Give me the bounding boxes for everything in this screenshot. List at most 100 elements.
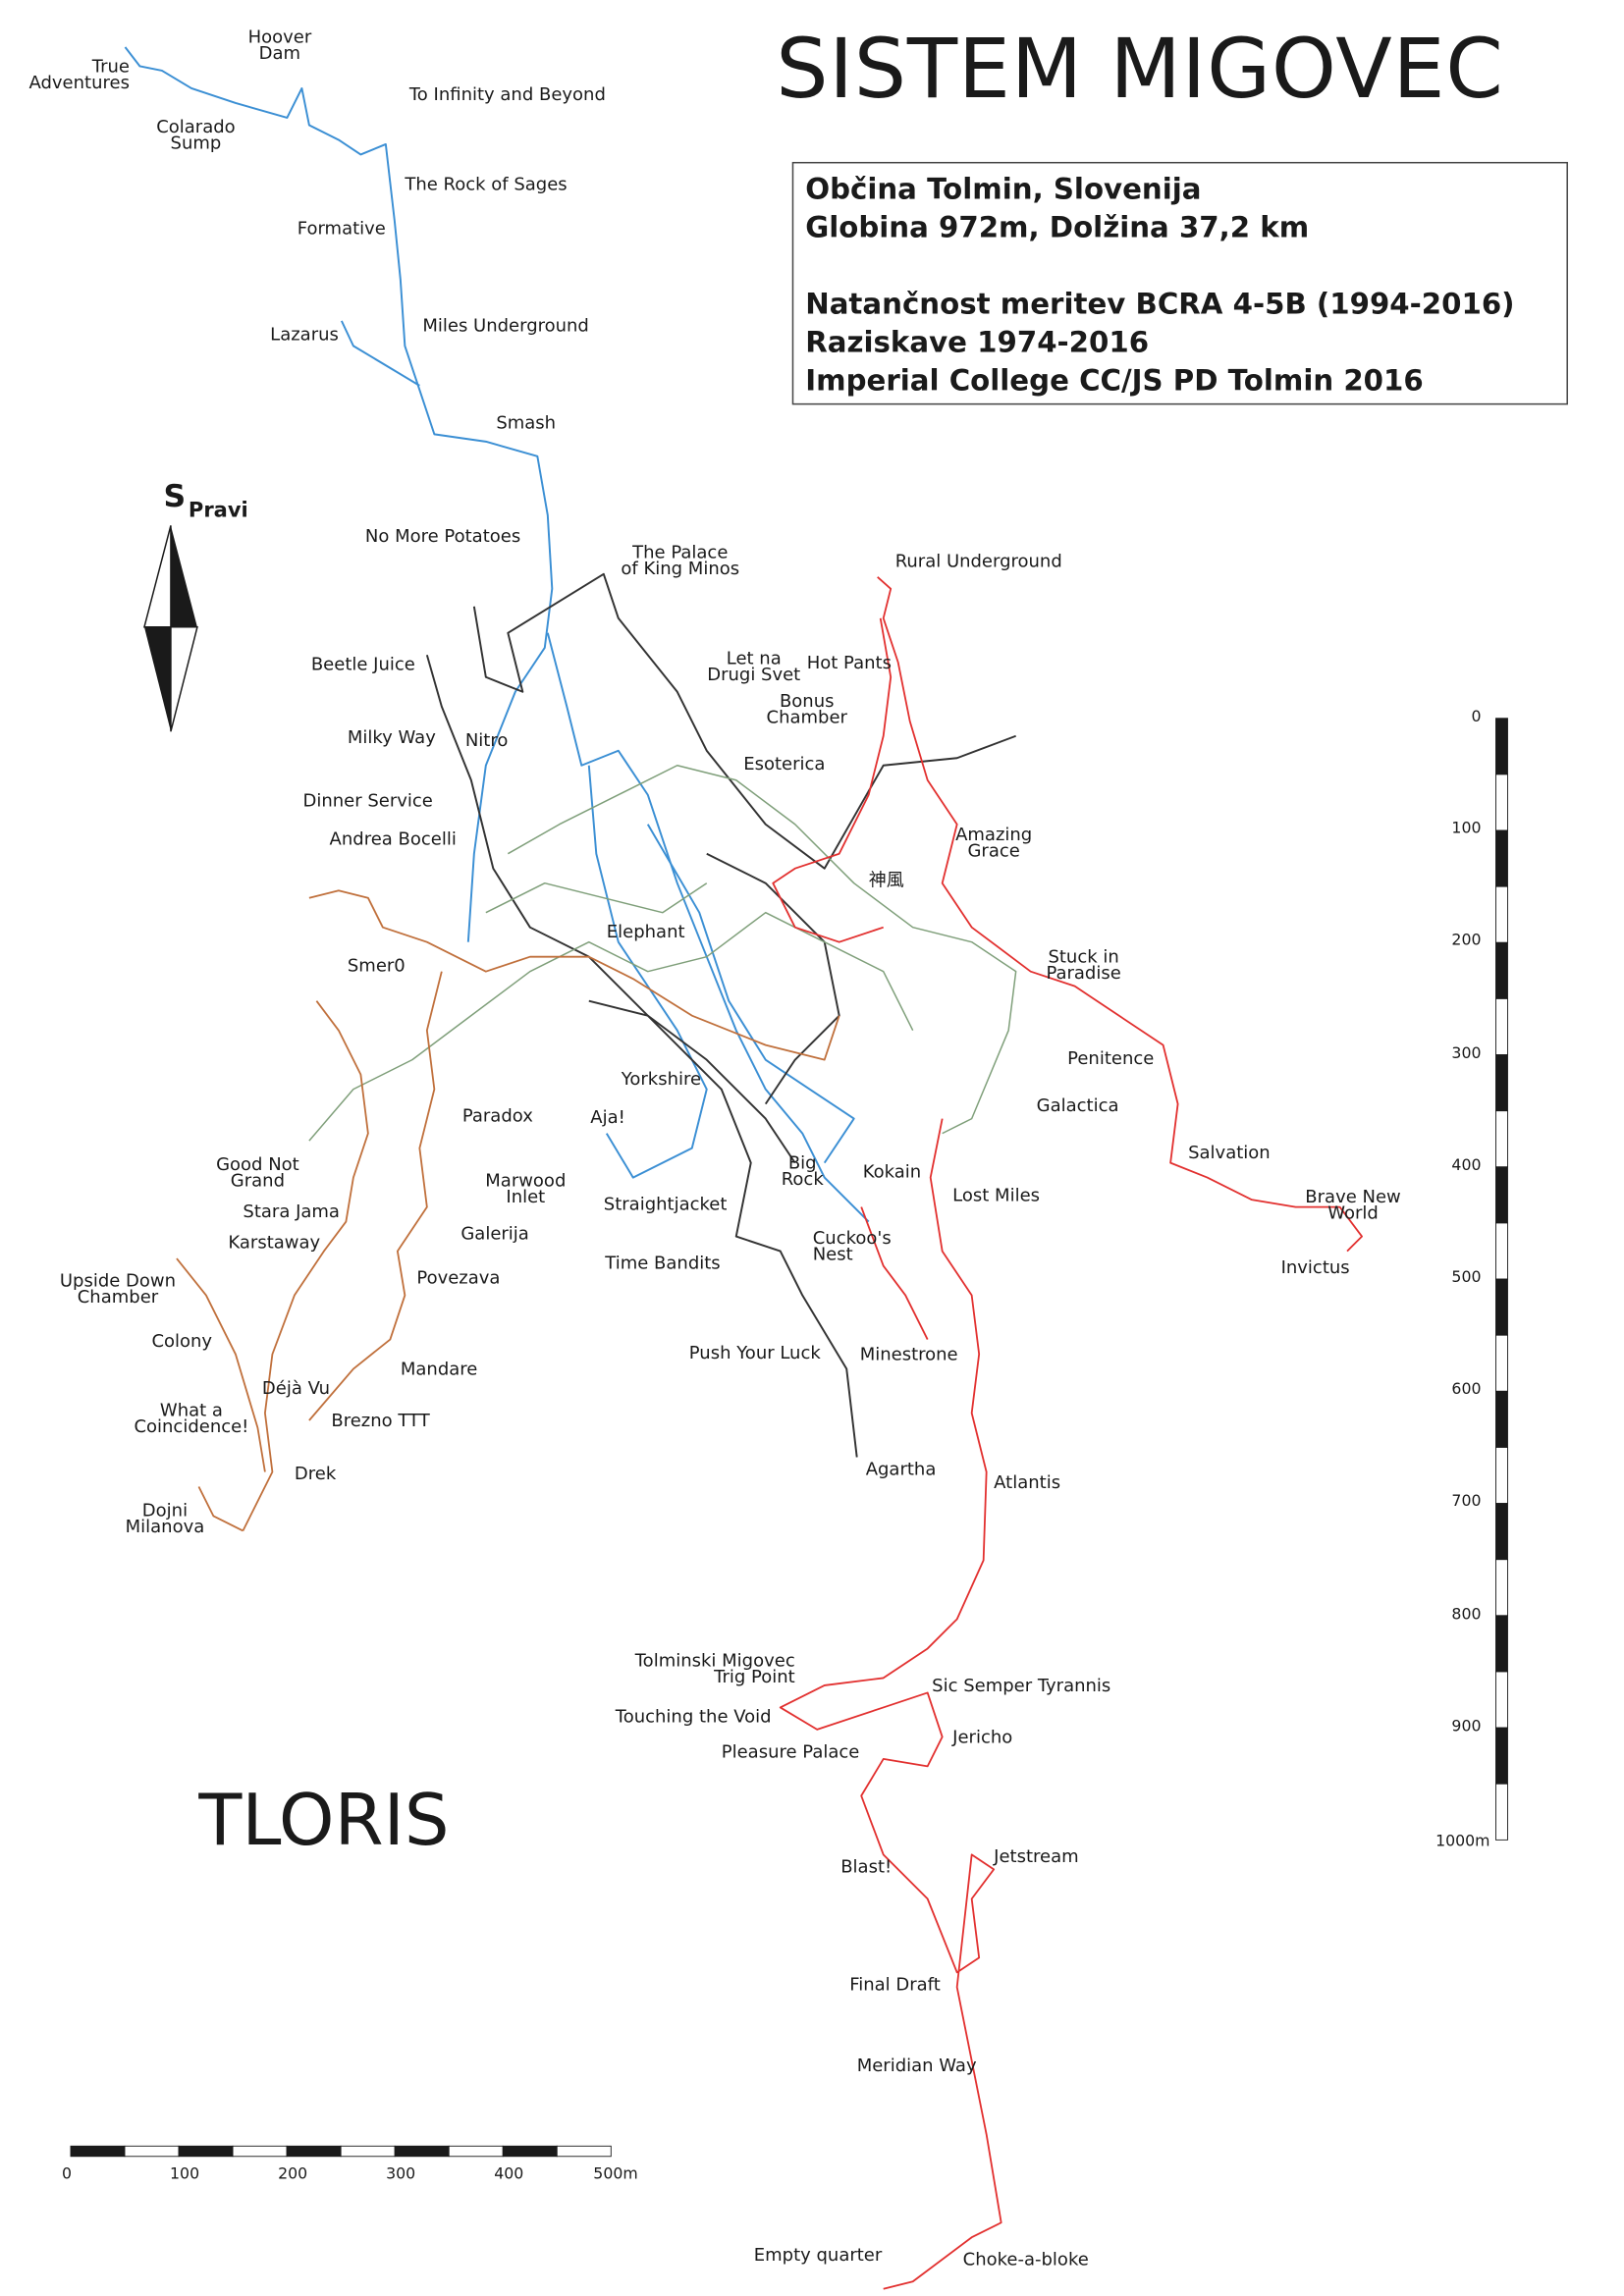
- scale-segment: [1495, 774, 1508, 831]
- scale-segment: [1495, 1615, 1508, 1673]
- cave-label-line: Grace: [967, 840, 1020, 862]
- cave-label: Elephant: [607, 923, 685, 940]
- cave-label: Touching the Void: [615, 1705, 772, 1727]
- horizontal-scale-label: 500m: [593, 2164, 638, 2183]
- scale-segment: [1495, 1447, 1508, 1505]
- cave-label-line: Miles Underground: [422, 314, 589, 336]
- scale-segment: [1495, 1503, 1508, 1561]
- cave-label: Andrea Bocelli: [330, 830, 457, 848]
- cave-label: Time Bandits: [605, 1255, 720, 1272]
- cave-label-line: Milanova: [125, 1516, 205, 1537]
- scale-segment: [1495, 1334, 1508, 1392]
- cave-label-line: No More Potatoes: [364, 525, 521, 547]
- cave-label-line: Atlantis: [994, 1471, 1061, 1493]
- cave-label: Karstaway: [228, 1234, 320, 1252]
- cave-label: Choke-a-bloke: [962, 2249, 1089, 2270]
- scale-segment: [1495, 1390, 1508, 1448]
- horizontal-scale-label: 300: [386, 2164, 416, 2183]
- cave-label-line: Empty quarter: [753, 2244, 883, 2266]
- cave-label-line: Jericho: [952, 1726, 1013, 1747]
- cave-label-line: Kokain: [862, 1161, 922, 1183]
- cave-label: Jericho: [952, 1726, 1013, 1747]
- cave-label-line: Brezno TTT: [331, 1410, 430, 1431]
- cave-label-line: Touching the Void: [615, 1705, 772, 1727]
- cave-label-line: Jetstream: [994, 1845, 1079, 1867]
- cave-label-line: To Infinity and Beyond: [408, 83, 606, 105]
- cave-label-line: Smash: [496, 411, 557, 433]
- cave-label-line: Grand: [230, 1170, 286, 1192]
- cave-label-line: Lazarus: [270, 323, 339, 345]
- scale-segment: [1495, 1222, 1508, 1280]
- cave-label-line: Minestrone: [859, 1344, 958, 1365]
- cave-label: Smash: [496, 411, 557, 433]
- cave-label-line: Trig Point: [714, 1666, 795, 1687]
- horizontal-scale-label: 200: [278, 2164, 308, 2183]
- cave-label-line: Upside Down: [59, 1270, 177, 1292]
- cave-label-line: Drugi Svet: [707, 664, 801, 685]
- cave-label-line: Aja!: [590, 1106, 625, 1128]
- cave-label: Jetstream: [994, 1845, 1079, 1867]
- cave-label-line: Choke-a-bloke: [962, 2249, 1089, 2270]
- cave-label: Beetle Juice: [310, 653, 415, 674]
- cave-label: Milky Way: [348, 728, 436, 746]
- scale-segment: [394, 2145, 450, 2158]
- cave-label: Dinner Service: [302, 790, 433, 812]
- scale-segment: [1495, 1671, 1508, 1729]
- scale-segment: [448, 2145, 504, 2158]
- cave-label: Miles Underground: [422, 314, 589, 336]
- cave-label: Aja!: [590, 1106, 625, 1128]
- cave-label: Smer0: [348, 957, 406, 975]
- cave-label: Kokain: [862, 1161, 922, 1183]
- scale-segment: [1495, 1278, 1508, 1336]
- cave-label-line: Agartha: [865, 1459, 937, 1479]
- vertical-scale-label: 500: [1451, 1268, 1482, 1287]
- cave-label-line: The Rock of Sages: [405, 173, 568, 194]
- cave-label-line: Hot Pants: [806, 652, 892, 673]
- scale-segment: [502, 2145, 558, 2158]
- cave-label-line: Dam: [258, 42, 301, 64]
- cave-label-line: Penitence: [1067, 1047, 1155, 1069]
- cave-label-line: Inlet: [506, 1186, 546, 1207]
- cave-label-line: Adventures: [28, 72, 130, 93]
- cave-label-line: Beetle Juice: [310, 653, 415, 674]
- cave-label: Straightjacket: [603, 1194, 728, 1215]
- horizontal-scale-label: 400: [494, 2164, 524, 2183]
- cave-label-line: Salvation: [1188, 1142, 1271, 1163]
- cave-label: No More Potatoes: [364, 525, 521, 547]
- cave-label: Rural Underground: [895, 552, 1062, 569]
- cave-label: Yorkshire: [622, 1070, 701, 1088]
- scale-segment: [1495, 718, 1508, 775]
- cave-label: Empty quarter: [753, 2244, 883, 2266]
- cave-label-line: Formative: [297, 217, 386, 239]
- cave-label: Push Your Luck: [688, 1342, 821, 1363]
- info-line: Globina 972m, Dolžina 37,2 km: [805, 210, 1310, 244]
- cave-label-line: Nest: [812, 1244, 853, 1265]
- vertical-scale-label: 400: [1451, 1156, 1482, 1175]
- cave-label: Pleasure Palace: [722, 1742, 860, 1760]
- cave-label-line: Drek: [294, 1463, 337, 1484]
- horizontal-scale-label: 0: [61, 2164, 73, 2183]
- cave-label: Sic Semper Tyrannis: [932, 1677, 1110, 1694]
- cave-label-line: Dinner Service: [302, 790, 433, 812]
- cave-label-line: Stuck in: [1048, 946, 1119, 968]
- cave-label: Minestrone: [859, 1344, 958, 1365]
- vertical-scale-label: 1000m: [1435, 1832, 1490, 1850]
- cave-label: Esoterica: [743, 755, 825, 773]
- cave-label-line: Straightjacket: [603, 1194, 728, 1215]
- cave-label: Lazarus: [270, 323, 339, 345]
- cave-label-line: Final Draft: [849, 1973, 941, 1995]
- cave-label: Stara Jama: [243, 1202, 340, 1220]
- cave-label-line: Push Your Luck: [688, 1342, 821, 1363]
- cave-label-line: of King Minos: [621, 558, 740, 579]
- cave-label-line: Hoover: [247, 26, 312, 47]
